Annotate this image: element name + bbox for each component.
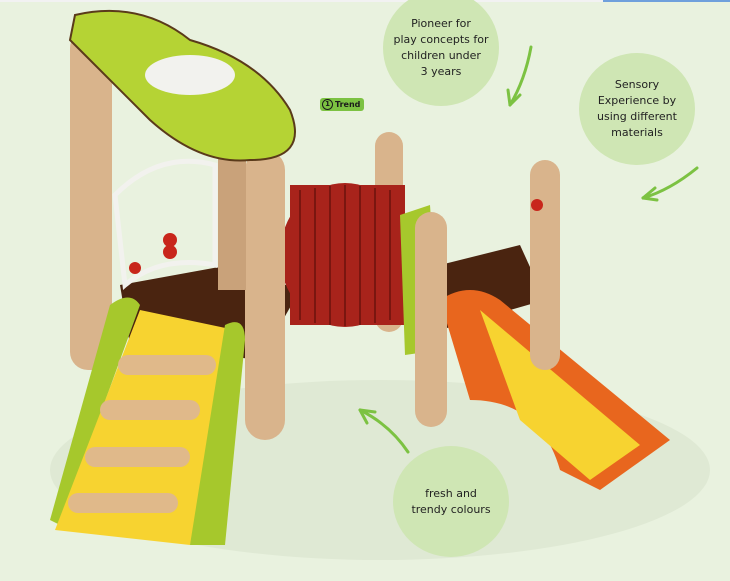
- top-strip: [0, 0, 730, 2]
- badge-label: Trend: [335, 100, 361, 109]
- callout-pioneer: Pioneer for play concepts for children u…: [383, 0, 499, 106]
- callout-text: Sensory Experience by using different ma…: [597, 78, 677, 139]
- slide-surface: [480, 310, 640, 480]
- arrow-icons: [358, 45, 699, 454]
- stair-side: [50, 297, 140, 525]
- trend-badge: 1 Trend: [320, 98, 365, 111]
- callout-colours: fresh and trendy colours: [393, 446, 509, 557]
- callout-text: fresh and trendy colours: [411, 486, 491, 516]
- post: [415, 212, 447, 427]
- roof-dome: [145, 55, 235, 95]
- callout-text: Pioneer for play concepts for children u…: [393, 17, 489, 78]
- railing: [112, 158, 218, 290]
- badge-number: 1: [322, 99, 333, 110]
- post: [70, 30, 112, 370]
- callout-sensory: Sensory Experience by using different ma…: [579, 53, 695, 165]
- top-accent-line: [603, 0, 730, 2]
- stair-side: [190, 322, 245, 545]
- post: [530, 160, 560, 370]
- post: [245, 150, 285, 440]
